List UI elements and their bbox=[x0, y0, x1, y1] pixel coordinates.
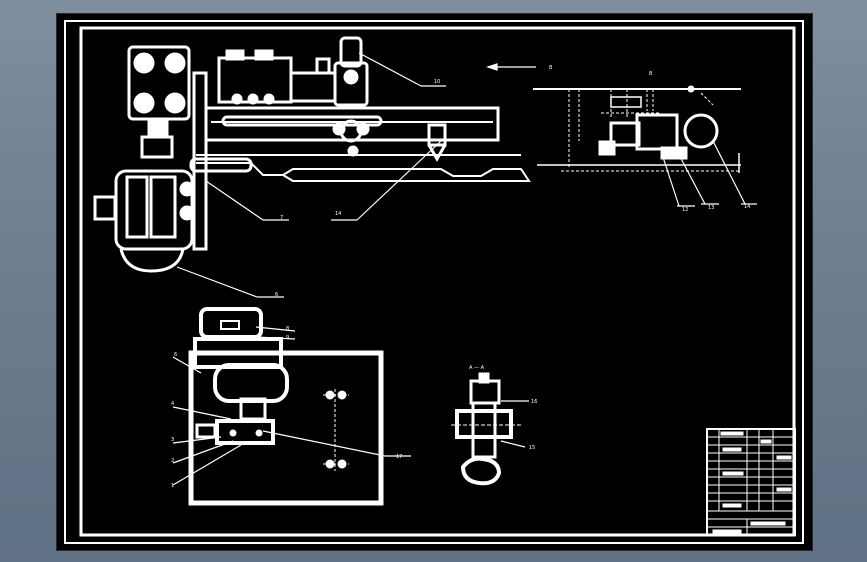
leader-lines-main bbox=[176, 52, 536, 298]
outer-border bbox=[64, 20, 804, 544]
label-13: 13 bbox=[708, 205, 714, 211]
section-a-title: A — A bbox=[469, 365, 485, 371]
leader-lines-bl bbox=[172, 326, 411, 486]
label-6: 6 bbox=[275, 292, 278, 298]
label-15: 15 bbox=[529, 445, 535, 451]
label-9: 9 bbox=[286, 335, 289, 341]
section-a-a bbox=[451, 372, 521, 486]
leader-lines-a bbox=[500, 400, 529, 448]
label-8: 8 bbox=[286, 326, 289, 332]
main-assembly bbox=[93, 36, 531, 273]
arrow-letter: B bbox=[549, 65, 553, 71]
leader-lines-b bbox=[660, 140, 757, 207]
label-6b: 6 bbox=[174, 352, 177, 358]
view-b-title: B bbox=[649, 71, 653, 77]
label-12: 12 bbox=[682, 207, 688, 213]
label-10: 10 bbox=[434, 79, 440, 85]
label-3: 3 bbox=[171, 437, 174, 443]
label-7: 7 bbox=[280, 215, 283, 221]
label-4: 4 bbox=[171, 401, 174, 407]
label-2: 2 bbox=[171, 458, 174, 464]
label-1: 1 bbox=[171, 483, 174, 489]
view-b bbox=[533, 85, 741, 173]
label-14b: 14 bbox=[744, 204, 750, 210]
bottom-left-view bbox=[188, 307, 386, 506]
label-16: 16 bbox=[531, 399, 537, 405]
cad-drawing: 10 14 7 6 B B 12 13 14 bbox=[64, 20, 804, 544]
title-block bbox=[706, 428, 796, 536]
drawing-canvas: 10 14 7 6 B B 12 13 14 bbox=[56, 13, 813, 551]
label-17: 17 bbox=[396, 454, 402, 460]
inner-border bbox=[79, 26, 796, 537]
label-14a: 14 bbox=[335, 211, 341, 217]
